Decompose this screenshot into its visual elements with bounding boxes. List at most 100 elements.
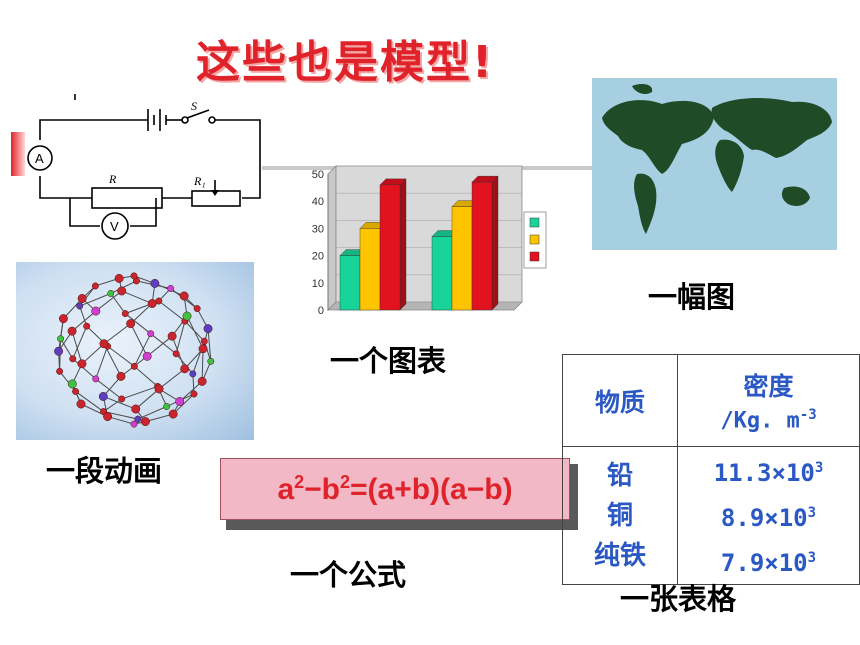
bar	[451, 206, 473, 311]
atom	[116, 371, 126, 381]
bond	[135, 388, 160, 410]
caption-formula: 一个公式	[290, 558, 407, 592]
y-tick-label: 40	[312, 196, 324, 208]
atom	[147, 330, 155, 338]
resistor	[91, 187, 163, 209]
circuit-diagram: S A R R₁ V	[27, 94, 261, 240]
y-tick-label: 10	[312, 278, 324, 290]
bar	[471, 181, 493, 311]
switch-contact-1	[181, 116, 189, 124]
bond	[184, 348, 204, 370]
y-tick-label: 50	[312, 169, 324, 181]
atom	[91, 306, 101, 316]
bar	[359, 228, 381, 311]
bar-side	[399, 178, 407, 311]
atom	[56, 367, 64, 375]
value-lead: 11.3×103	[713, 459, 824, 487]
bond	[71, 310, 97, 332]
atom	[172, 350, 180, 358]
switch-contact-2	[208, 116, 216, 124]
atom	[190, 390, 198, 398]
atom	[67, 379, 77, 389]
header-material: 物质	[562, 354, 678, 447]
atom	[198, 344, 208, 354]
atom	[107, 290, 115, 297]
atom	[182, 311, 192, 321]
resistor-label: R	[108, 172, 117, 186]
atom	[200, 337, 208, 345]
bond	[175, 320, 186, 354]
bond	[75, 391, 104, 412]
atom	[67, 326, 77, 336]
formula-text: a2−b2=(a+b)(a−b)	[277, 471, 513, 506]
atom	[140, 417, 150, 427]
caption-chart: 一个图表	[330, 344, 447, 378]
bond	[102, 376, 122, 397]
switch-label: S	[191, 99, 197, 113]
atom	[117, 286, 127, 296]
slide-title: 这些也是模型!	[196, 37, 495, 88]
header-density: 密度 /Kg. m-3	[677, 354, 860, 447]
bar-side	[491, 175, 499, 311]
bond	[179, 381, 203, 402]
caption-animation: 一段动画	[46, 454, 163, 488]
atom	[142, 351, 152, 361]
ammeter	[27, 145, 53, 171]
density-table: 物质 密度 /Kg. m-3 铅 铜 纯铁 11.3×103 8.9×103 7…	[562, 354, 860, 585]
bond	[103, 398, 122, 412]
atom	[76, 399, 86, 409]
fullerene-model	[54, 272, 215, 428]
atom	[147, 299, 157, 308]
bond	[137, 406, 167, 420]
bond	[184, 320, 205, 342]
bar	[339, 255, 361, 311]
y-tick-label: 0	[318, 305, 324, 317]
legend-swatch	[529, 251, 540, 262]
bond	[172, 393, 195, 415]
atom	[69, 355, 77, 363]
caption-map: 一幅图	[648, 280, 736, 314]
switch-lever	[186, 109, 210, 119]
bond	[203, 341, 212, 362]
atom	[130, 420, 138, 428]
wire-voltmeter-left	[69, 198, 100, 227]
atom	[130, 272, 138, 280]
caption-table: 一张表格	[620, 582, 737, 616]
fullerene-animation	[16, 262, 254, 440]
wire-right	[215, 119, 261, 199]
values-cell: 11.3×103 8.9×103 7.9×103	[677, 446, 860, 585]
value-copper: 8.9×103	[720, 504, 817, 532]
bond	[95, 346, 109, 380]
atom	[180, 364, 190, 374]
bond	[60, 338, 74, 360]
legend-swatch	[529, 234, 540, 245]
atom	[99, 339, 109, 349]
legend-swatch	[529, 217, 540, 228]
atom	[76, 302, 84, 310]
wire-voltmeter-right	[130, 198, 157, 227]
wire-top-left	[39, 119, 100, 140]
bond	[158, 368, 186, 390]
atom	[121, 310, 129, 318]
material-copper: 铜	[606, 500, 633, 531]
bond	[121, 385, 158, 400]
atom	[189, 370, 197, 378]
chart-side-wall	[327, 165, 337, 311]
atom	[91, 282, 99, 290]
bond	[124, 313, 152, 335]
atom	[77, 359, 87, 369]
bond	[95, 378, 123, 400]
atom	[58, 314, 68, 324]
bar	[379, 184, 401, 311]
world-map	[592, 78, 837, 250]
bond	[95, 290, 123, 312]
atom	[54, 346, 64, 356]
atom	[114, 273, 124, 283]
world-map-land	[602, 84, 832, 234]
y-tick-label: 30	[312, 223, 324, 235]
material-lead: 铅	[606, 460, 633, 491]
bond	[201, 348, 204, 382]
atom	[57, 335, 65, 343]
atom	[134, 415, 142, 423]
